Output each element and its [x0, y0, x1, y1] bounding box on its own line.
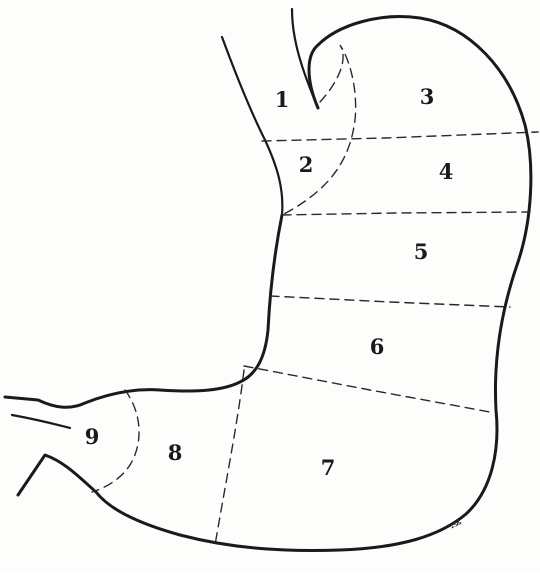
- division-line-d: [244, 366, 490, 412]
- region-label-6: 6: [370, 334, 385, 359]
- division-line-a: [262, 132, 538, 141]
- division-line-e: [215, 370, 244, 545]
- division-line-c: [270, 296, 510, 307]
- esophagus-left-wall: [222, 37, 282, 215]
- region-label-9: 9: [85, 424, 100, 449]
- division-line-cardia: [282, 45, 356, 215]
- pylorus-upper-edge: [12, 415, 70, 428]
- artist-signature: ቃ: [451, 517, 462, 532]
- lesser-curvature-outline: [5, 215, 282, 407]
- region-label-3: 3: [420, 84, 435, 109]
- region-label-1: 1: [275, 87, 290, 112]
- region-label-7: 7: [321, 455, 336, 480]
- division-line-b: [282, 212, 530, 215]
- region-label-2: 2: [299, 152, 314, 177]
- region-label-8: 8: [168, 440, 183, 465]
- region-label-5: 5: [414, 239, 429, 264]
- region-label-4: 4: [439, 159, 454, 184]
